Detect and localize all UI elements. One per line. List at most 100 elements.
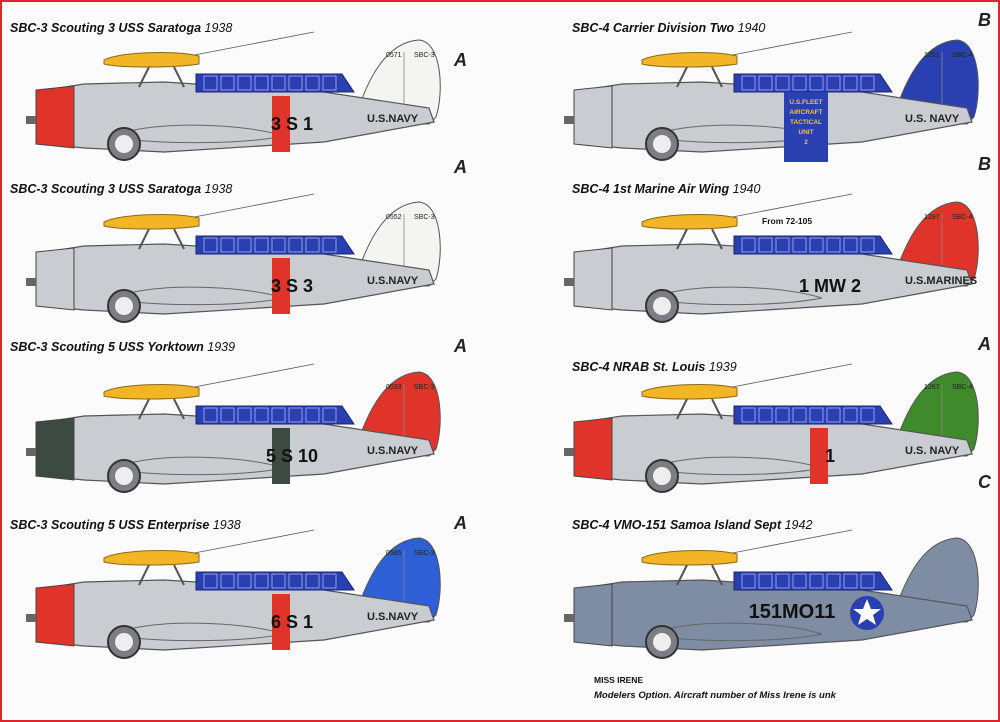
engine-cowl bbox=[573, 417, 613, 481]
scheme-letter-r3: C bbox=[978, 472, 991, 492]
upper-wing bbox=[641, 384, 738, 400]
scheme-letter-l3: A bbox=[454, 513, 467, 533]
aircraft-profile-l2: 5 S 10 U.S.NAVY 0533 SBC-3 bbox=[24, 344, 444, 509]
upper-wing bbox=[641, 214, 738, 230]
tail-number: 0552 bbox=[386, 214, 402, 221]
upper-wing bbox=[103, 550, 200, 566]
caption-r0: SBC-4 Carrier Division Two 1940 bbox=[572, 21, 766, 35]
fuselage-band bbox=[272, 258, 290, 314]
propeller-hub bbox=[26, 278, 36, 286]
tail-type: SBC-3 bbox=[414, 214, 435, 221]
fuselage-band bbox=[272, 96, 290, 152]
scheme-letter-r2: A bbox=[978, 334, 991, 354]
canopy bbox=[195, 405, 355, 425]
engine-cowl bbox=[573, 85, 613, 149]
lower-wing bbox=[671, 286, 823, 306]
caption-r1: SBC-4 1st Marine Air Wing 1940 bbox=[572, 182, 761, 196]
upper-wing bbox=[641, 52, 738, 68]
propeller-hub bbox=[564, 116, 574, 124]
propeller-hub bbox=[564, 614, 574, 622]
aircraft-profile-r2: 1 U.S. NAVY 1267 SBC-4 bbox=[562, 344, 982, 509]
aircraft-code: 3 S 1 bbox=[271, 114, 313, 134]
canopy bbox=[733, 571, 893, 591]
upper-wing bbox=[641, 550, 738, 566]
caption-r3: SBC-4 VMO-151 Samoa Island Sept 1942 bbox=[572, 518, 813, 532]
unit-panel bbox=[784, 92, 828, 162]
propeller-hub bbox=[564, 448, 574, 456]
tail-type: SBC-3 bbox=[414, 52, 435, 59]
service-label: U.S.NAVY bbox=[367, 611, 419, 623]
fuselage-band bbox=[810, 428, 828, 484]
tail-number: 1287 bbox=[924, 214, 940, 221]
aircraft-profile-r3: 151MO11 bbox=[562, 510, 982, 675]
propeller-hub bbox=[26, 448, 36, 456]
fuselage-band bbox=[272, 428, 290, 484]
tail-type: SBC-4 bbox=[952, 214, 973, 221]
service-label: U.S.NAVY bbox=[367, 275, 419, 287]
canopy bbox=[195, 73, 355, 93]
tail-number: 0571 bbox=[386, 52, 402, 59]
propeller-hub bbox=[26, 614, 36, 622]
scheme-letter-r0: B bbox=[978, 10, 991, 30]
tail-number: 0585 bbox=[386, 550, 402, 557]
aircraft-profile-l0: 3 S 1 U.S.NAVY 0571 SBC-3 bbox=[24, 12, 444, 177]
caption-r2: SBC-4 NRAB St. Louis 1939 bbox=[572, 360, 737, 374]
aircraft-profile-r1: 1 MW 2 U.S.MARINES 1287 SBC-4 bbox=[562, 174, 982, 339]
caption-l3: SBC-3 Scouting 5 USS Enterprise 1938 bbox=[10, 518, 241, 532]
nose-art-name: MISS IRENE bbox=[594, 675, 644, 685]
propeller-hub bbox=[564, 278, 574, 286]
engine-cowl bbox=[573, 247, 613, 311]
tail-number: 0533 bbox=[386, 384, 402, 391]
engine-cowl bbox=[35, 583, 75, 647]
svg-text:U.S.FLEET: U.S.FLEET bbox=[789, 99, 822, 106]
svg-text:TACTICAL: TACTICAL bbox=[790, 119, 822, 126]
aircraft-code: 5 S 10 bbox=[266, 446, 318, 466]
svg-text:UNIT: UNIT bbox=[798, 129, 813, 136]
canopy bbox=[195, 571, 355, 591]
modelers-footnote: Modelers Option. Aircraft number of Miss… bbox=[594, 690, 836, 701]
propeller-hub bbox=[26, 116, 36, 124]
scheme-letter-l2: A bbox=[454, 336, 467, 356]
canopy bbox=[733, 235, 893, 255]
tail-type: SBC-4 bbox=[952, 384, 973, 391]
aircraft-code: 1 bbox=[825, 446, 835, 466]
service-label: U.S. NAVY bbox=[905, 113, 960, 125]
engine-cowl bbox=[35, 247, 75, 311]
service-label: U.S. NAVY bbox=[905, 445, 960, 457]
canopy bbox=[195, 235, 355, 255]
aircraft-code: 3 S 3 bbox=[271, 276, 313, 296]
caption-l2: SBC-3 Scouting 5 USS Yorktown 1939 bbox=[10, 340, 236, 354]
tail-type: SBC-3 bbox=[414, 384, 435, 391]
engine-cowl bbox=[573, 583, 613, 647]
tail-number: 1267 bbox=[924, 384, 940, 391]
service-label: U.S.NAVY bbox=[367, 445, 419, 457]
callout-label: From 72-105 bbox=[762, 216, 813, 226]
lower-wing bbox=[671, 622, 823, 642]
svg-text:AIRCRAFT: AIRCRAFT bbox=[789, 109, 822, 116]
caption-l1: SBC-3 Scouting 3 USS Saratoga 1938 bbox=[10, 182, 233, 196]
service-label: U.S.NAVY bbox=[367, 113, 419, 125]
engine-cowl bbox=[35, 417, 75, 481]
aircraft-code: 1 MW 2 bbox=[799, 276, 861, 296]
aircraft-code: 151MO11 bbox=[749, 601, 836, 623]
aircraft-code: 6 S 1 bbox=[271, 612, 313, 632]
upper-wing bbox=[103, 384, 200, 400]
service-label: U.S.MARINES bbox=[905, 275, 977, 287]
scheme-letter-l0: A bbox=[454, 50, 467, 70]
svg-text:2: 2 bbox=[804, 139, 808, 146]
upper-wing bbox=[103, 214, 200, 230]
scheme-letter-l1: A bbox=[454, 157, 467, 177]
canopy bbox=[733, 73, 893, 93]
canopy bbox=[733, 405, 893, 425]
engine-cowl bbox=[35, 85, 75, 149]
aircraft-profile-l1: 3 S 3 U.S.NAVY 0552 SBC-3 bbox=[24, 174, 444, 339]
tail-type: SBC-4 bbox=[952, 52, 973, 59]
tail-number: 1251 bbox=[924, 52, 940, 59]
upper-wing bbox=[103, 52, 200, 68]
caption-l0: SBC-3 Scouting 3 USS Saratoga 1938 bbox=[10, 21, 233, 35]
scheme-letter-r1: B bbox=[978, 154, 991, 174]
fuselage-band bbox=[272, 594, 290, 650]
